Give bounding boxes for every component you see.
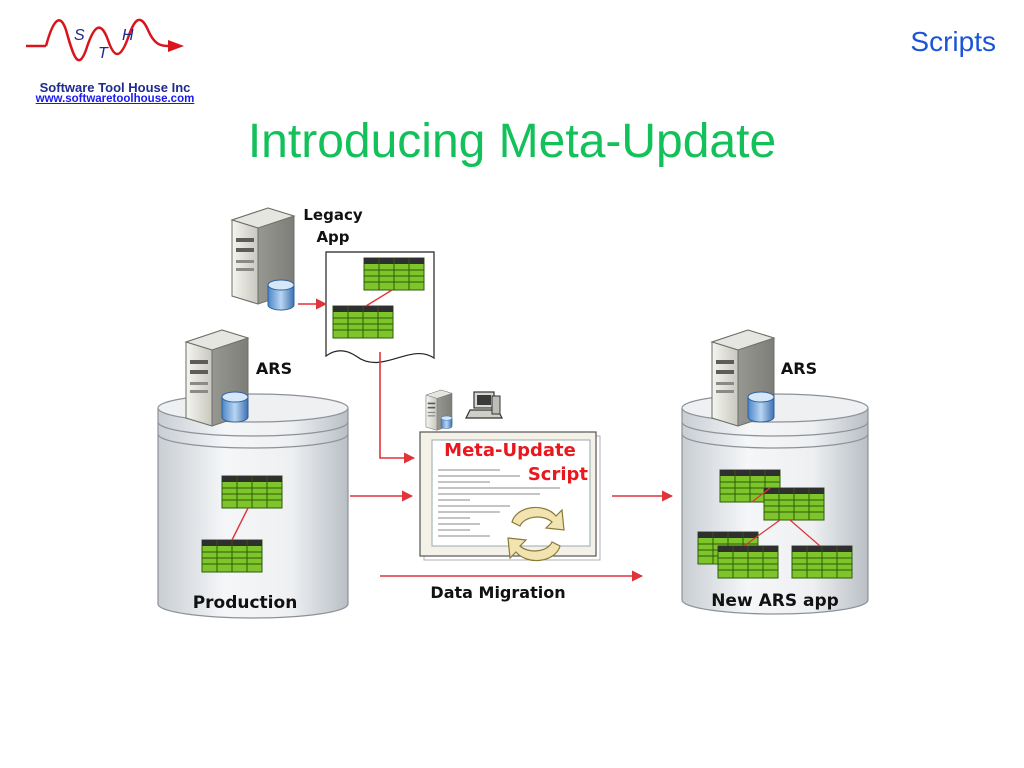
production-database-icon — [157, 393, 349, 619]
company-url-link[interactable]: www.softwaretoolhouse.com — [35, 93, 195, 105]
ars-right-label: ARS — [781, 359, 817, 378]
new-ars-database-icon — [681, 393, 869, 615]
cycle-arrows-icon — [507, 506, 565, 562]
ars-left-server-icon — [185, 329, 249, 427]
ars-right-server-icon — [711, 329, 775, 427]
logo-letter-h: H — [122, 27, 134, 44]
legacy-label-line2: App — [316, 228, 349, 246]
page-title: Introducing Meta-Update — [247, 115, 777, 168]
new-ars-app-label: New ARS app — [711, 591, 839, 611]
meta-update-script-box: Meta-Update Script — [419, 431, 601, 562]
ars-left-label: ARS — [256, 359, 292, 378]
data-migration-label: Data Migration — [430, 583, 565, 602]
company-name: Software Tool House Inc — [39, 80, 191, 95]
legacy-label-line1: Legacy — [303, 206, 362, 224]
script-label-line2: Script — [528, 464, 589, 485]
arrow-legacy-to-script — [379, 352, 416, 464]
logo-letter-t: T — [98, 45, 109, 62]
production-label: Production — [193, 593, 298, 613]
section-label: Scripts — [910, 26, 996, 57]
logo-arrow-head — [168, 40, 184, 52]
legacy-document-icon — [325, 251, 435, 364]
sth-logo: S T H — [26, 18, 184, 62]
logo-letter-s: S — [74, 27, 85, 44]
logo-wave — [44, 18, 169, 62]
workstation-icon — [465, 391, 503, 419]
legacy-server-icon — [231, 207, 295, 311]
script-label-line1: Meta-Update — [444, 440, 576, 461]
script-server-icon — [425, 389, 453, 431]
